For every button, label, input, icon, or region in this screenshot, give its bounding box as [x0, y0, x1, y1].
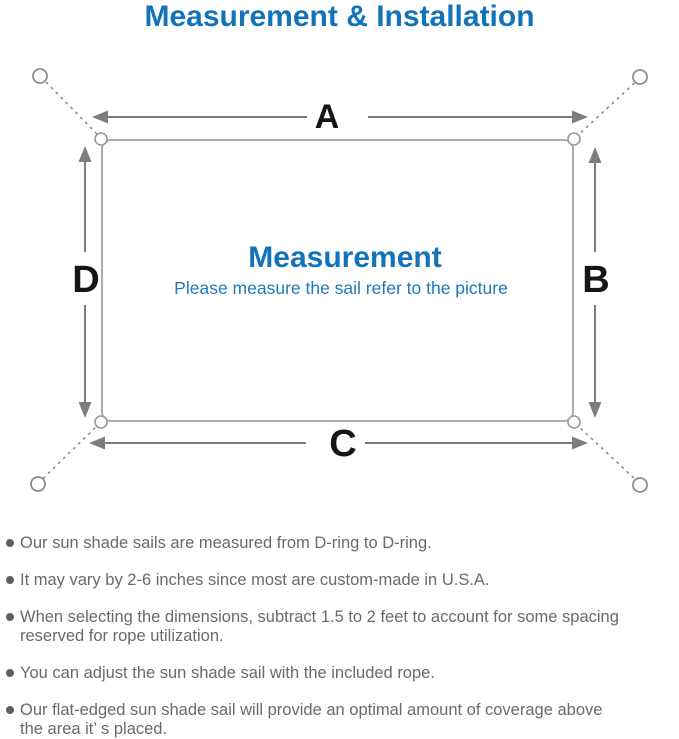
bullet-icon	[6, 669, 14, 677]
note-text: When selecting the dimensions, subtract …	[20, 608, 619, 645]
list-item: It may vary by 2-6 inches since most are…	[6, 571, 671, 590]
anchor-ring-top-left-icon	[32, 68, 48, 84]
note-text: It may vary by 2-6 inches since most are…	[20, 571, 490, 589]
dimension-arrow-c	[89, 436, 588, 450]
bullet-icon	[6, 576, 14, 584]
dimension-arrow-a	[92, 110, 588, 124]
edge-label-a: A	[315, 98, 340, 136]
edge-label-d: D	[72, 259, 99, 301]
dimension-arrow-d	[78, 146, 92, 418]
list-item: Our flat-edged sun shade sail will provi…	[6, 701, 671, 739]
dimension-arrow-b	[588, 147, 602, 418]
note-text: Our flat-edged sun shade sail will provi…	[20, 701, 603, 738]
d-ring-bottom-right-icon	[567, 415, 581, 429]
edge-label-c: C	[329, 423, 356, 465]
bullet-icon	[6, 706, 14, 714]
page-title: Measurement & Installation	[144, 0, 535, 33]
diagram-heading: Measurement	[248, 241, 441, 274]
bullet-icon	[6, 539, 14, 547]
anchor-ring-top-right-icon	[632, 69, 648, 85]
rope-bottom-right	[575, 423, 636, 480]
diagram-canvas: A B C D Measurement Please measure the s…	[30, 68, 648, 493]
sail-outline	[101, 139, 574, 422]
note-text: Our sun shade sails are measured from D-…	[20, 534, 432, 552]
rope-top-left	[45, 81, 101, 138]
list-item: When selecting the dimensions, subtract …	[6, 608, 671, 646]
anchor-ring-icons	[30, 68, 648, 493]
edge-label-b: B	[582, 259, 609, 301]
d-ring-icons	[94, 132, 581, 429]
anchor-ring-bottom-right-icon	[632, 477, 648, 493]
sail-measurement-diagram: A B C D Measurement Please measure the s…	[0, 60, 679, 500]
d-ring-top-left-icon	[94, 132, 108, 146]
list-item: Our sun shade sails are measured from D-…	[6, 534, 671, 553]
d-ring-bottom-left-icon	[94, 415, 108, 429]
anchor-ring-bottom-left-icon	[30, 476, 46, 492]
tie-rope-dotted-lines	[42, 81, 636, 480]
diagram-subtitle: Please measure the sail refer to the pic…	[174, 278, 508, 298]
notes-list: Our sun shade sails are measured from D-…	[6, 534, 671, 739]
rope-top-right	[575, 82, 635, 138]
note-text: You can adjust the sun shade sail with t…	[20, 664, 435, 682]
bullet-icon	[6, 613, 14, 621]
d-ring-top-right-icon	[567, 132, 581, 146]
list-item: You can adjust the sun shade sail with t…	[6, 664, 671, 683]
rope-bottom-left	[42, 423, 100, 479]
